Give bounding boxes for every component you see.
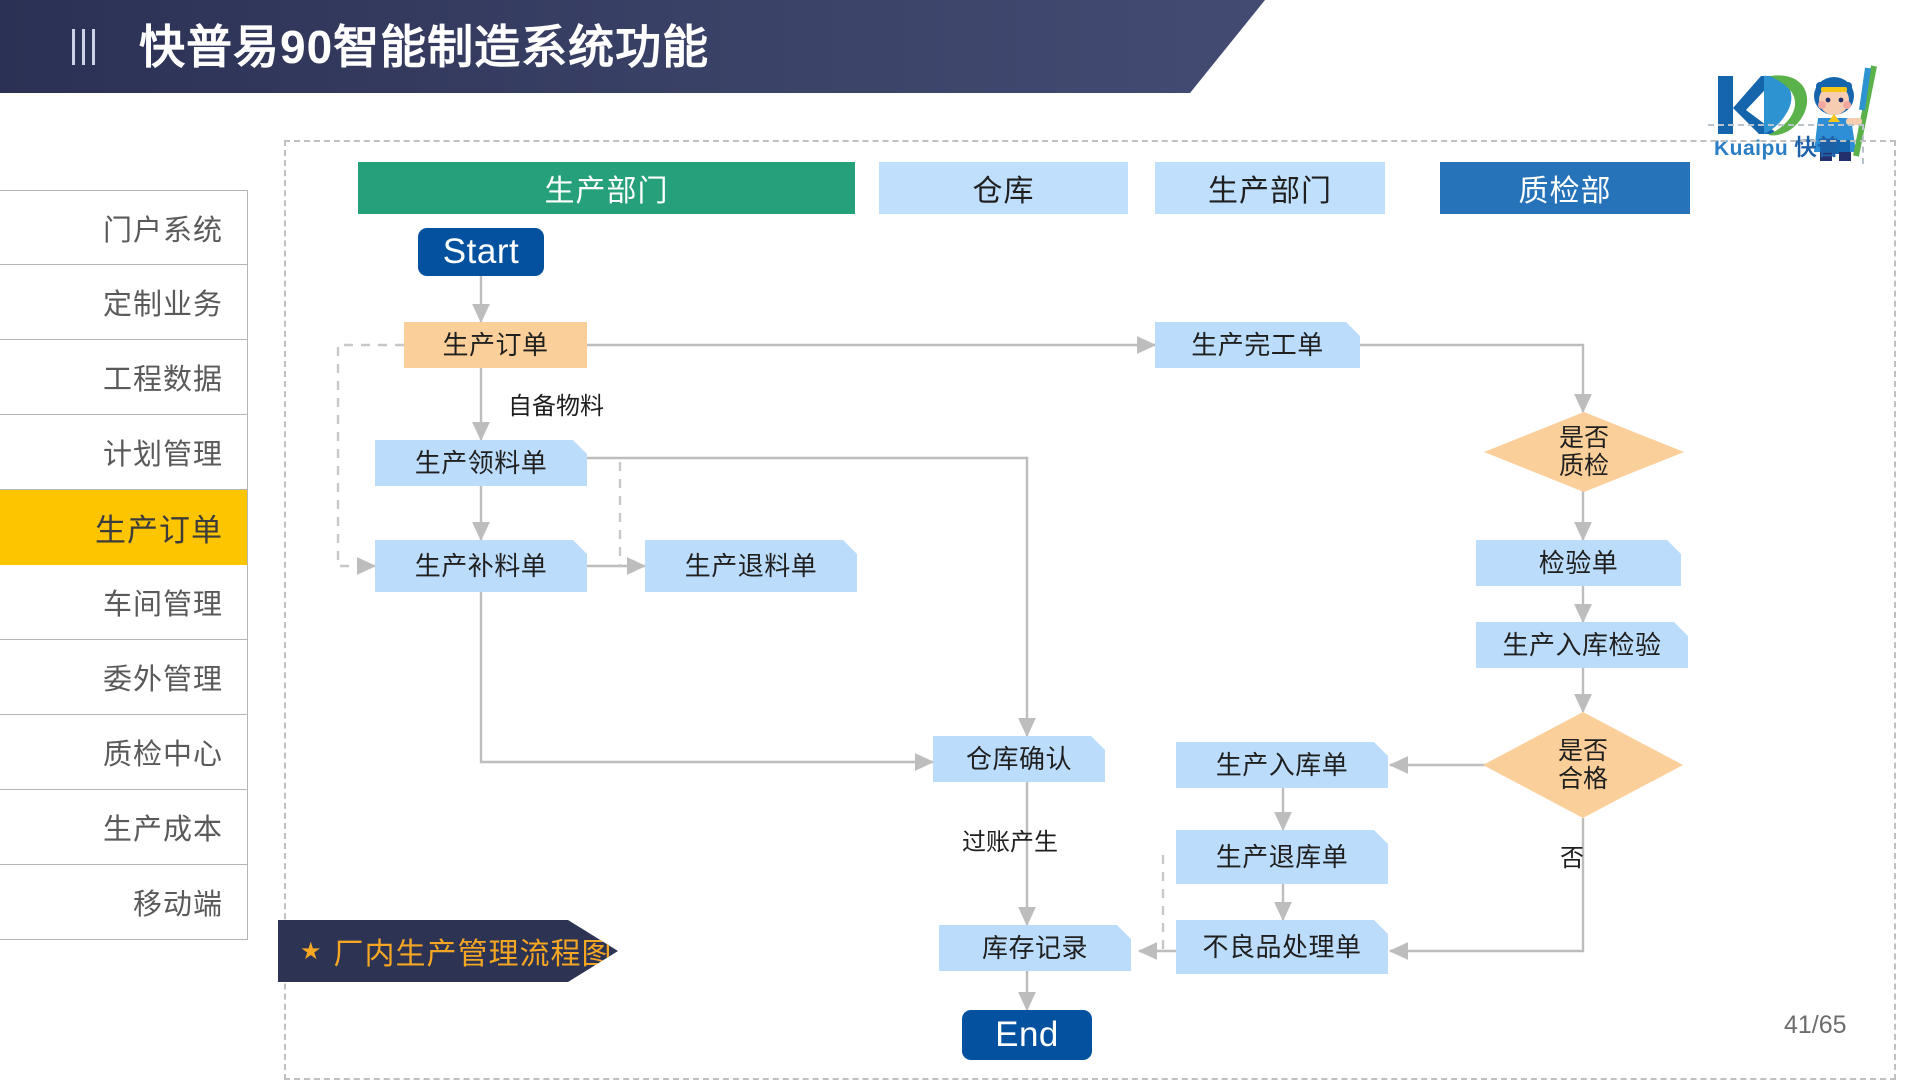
node-qualified-decision-line2: 合格	[1557, 765, 1608, 793]
node-qc-decision-line2: 质检	[1558, 452, 1609, 480]
node-end[interactable]: End	[962, 1010, 1092, 1060]
node-warehouse-confirm[interactable]: 仓库确认	[933, 736, 1105, 782]
sidebar-item-custom[interactable]: 定制业务	[0, 265, 248, 340]
sidebar-item-outsourcing[interactable]: 委外管理	[0, 640, 248, 715]
menu-bars-icon[interactable]	[72, 28, 95, 65]
node-qualified-decision-label: 是否 合格	[1483, 712, 1683, 818]
edge-label-posting-generated: 过账产生	[962, 829, 1058, 856]
node-production-outbound[interactable]: 生产退库单	[1176, 830, 1388, 884]
logo-divider-dash-vertical	[1862, 124, 1864, 164]
logo-wordmark-en: Kuaipu	[1714, 137, 1789, 160]
sidebar-item-production-order[interactable]: 生产订单	[0, 490, 248, 565]
sidebar-item-portal[interactable]: 门户系统	[0, 190, 248, 265]
node-material-return[interactable]: 生产退料单	[645, 540, 857, 592]
node-material-replenishment[interactable]: 生产补料单	[375, 540, 587, 592]
logo-wordmark-cn: 快普	[1794, 135, 1840, 160]
node-production-completion[interactable]: 生产完工单	[1155, 322, 1360, 368]
flowchart-title-banner: ★ 厂内生产管理流程图	[278, 920, 618, 982]
node-qc-decision[interactable]: 是否 质检	[1484, 412, 1684, 492]
sidebar-item-production-cost[interactable]: 生产成本	[0, 790, 248, 865]
node-inspection-sheet[interactable]: 检验单	[1476, 540, 1681, 586]
node-qc-decision-line1: 是否	[1558, 424, 1609, 452]
node-qc-decision-label: 是否 质检	[1484, 412, 1684, 492]
brand-logo: Kuaipu 快普	[1706, 52, 1916, 164]
node-qualified-decision-line1: 是否	[1557, 737, 1608, 765]
sidebar-item-workshop[interactable]: 车间管理	[0, 565, 248, 640]
page-title: 快普易90智能制造系统功能	[139, 20, 710, 73]
sidebar-item-mobile[interactable]: 移动端	[0, 865, 248, 940]
flowchart-title-banner-label: 厂内生产管理流程图	[333, 938, 613, 971]
flowchart-canvas	[284, 140, 1896, 1080]
lane-header-warehouse: 仓库	[879, 162, 1128, 214]
sidebar-nav[interactable]: 门户系统 定制业务 工程数据 计划管理 生产订单 车间管理 委外管理 质检中心 …	[0, 190, 248, 940]
sidebar-item-engineering[interactable]: 工程数据	[0, 340, 248, 415]
star-icon: ★	[300, 937, 322, 965]
page-header: 快普易90智能制造系统功能	[0, 0, 1265, 93]
node-production-inbound[interactable]: 生产入库单	[1176, 742, 1388, 788]
lane-header-production-dept-1: 生产部门	[358, 162, 855, 214]
node-start[interactable]: Start	[418, 228, 544, 276]
lane-header-qc-dept: 质检部	[1440, 162, 1690, 214]
edge-label-self-prepared-material: 自备物料	[508, 393, 604, 420]
node-stock-record[interactable]: 库存记录	[939, 925, 1131, 971]
node-qualified-decision[interactable]: 是否 合格	[1483, 712, 1683, 818]
logo-wordmark: Kuaipu 快普	[1714, 130, 1840, 162]
lane-header-production-dept-2: 生产部门	[1155, 162, 1385, 214]
node-material-requisition[interactable]: 生产领料单	[375, 440, 587, 486]
node-production-order[interactable]: 生产订单	[404, 322, 587, 368]
node-defect-handling[interactable]: 不良品处理单	[1176, 920, 1388, 974]
node-inbound-inspection[interactable]: 生产入库检验	[1476, 622, 1688, 668]
edge-label-no-branch: 否	[1560, 845, 1584, 872]
sidebar-item-qc-center[interactable]: 质检中心	[0, 715, 248, 790]
sidebar-item-planning[interactable]: 计划管理	[0, 415, 248, 490]
mascot-character-icon	[1814, 65, 1877, 161]
logo-divider-dash	[1708, 124, 1864, 126]
page-indicator: 41/65	[1784, 1011, 1847, 1039]
logo-mark-icon	[1718, 65, 1877, 161]
